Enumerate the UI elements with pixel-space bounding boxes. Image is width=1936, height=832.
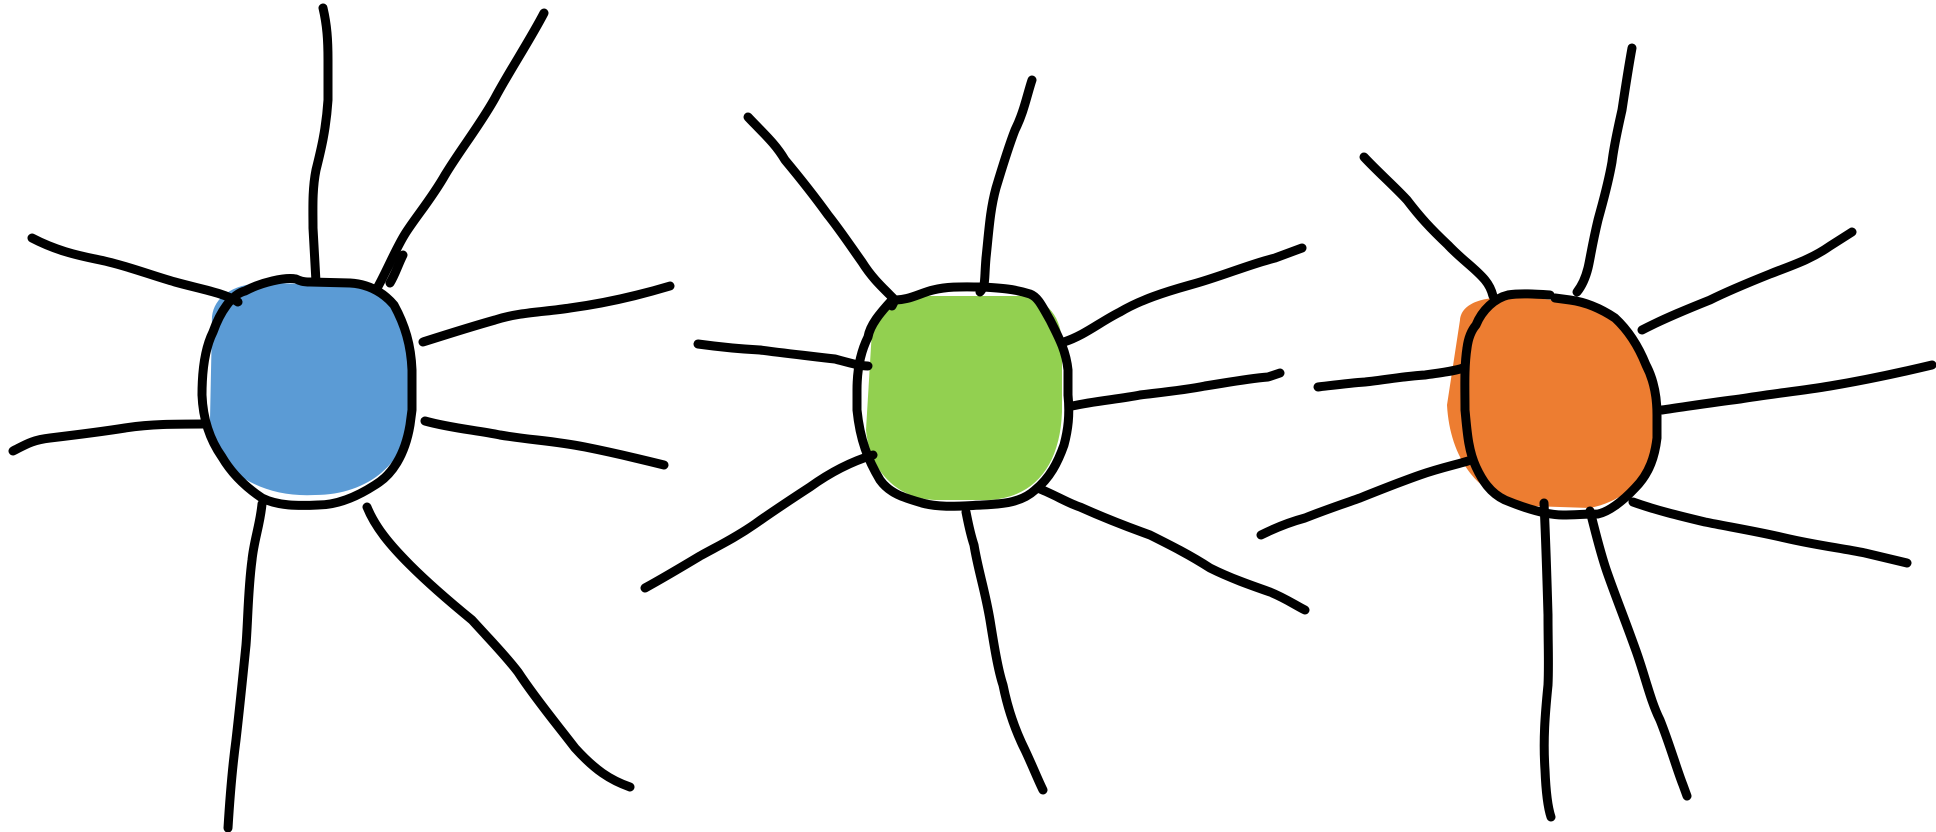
blue-ray-bottom-right: [367, 507, 630, 787]
blue-ray-left-lower: [13, 424, 205, 451]
orange-ray-bottom-right: [1590, 511, 1687, 796]
green-figure: [645, 80, 1305, 790]
blue-ray-right-upper: [423, 286, 670, 342]
orange-ray-left: [1318, 368, 1463, 387]
green-ray-right-lower: [1040, 489, 1305, 610]
orange-ray-bottom-left: [1544, 503, 1551, 817]
green-ray-bottom: [966, 512, 1043, 790]
orange-figure: [1261, 48, 1932, 817]
green-ray-top-right: [980, 80, 1032, 292]
blue-ray-top: [313, 8, 328, 282]
blue-ray-top-right: [376, 13, 544, 290]
orange-ray-left-lower: [1261, 461, 1468, 535]
green-figure-body: [866, 296, 1062, 500]
orange-ray-right-lower: [1633, 502, 1907, 563]
blue-ray-left-upper: [32, 238, 238, 302]
blue-figure: [13, 8, 670, 828]
green-ray-right: [1072, 373, 1280, 406]
blue-ray-right-lower: [425, 421, 664, 465]
green-ray-top-left: [748, 117, 895, 306]
green-ray-left-lower: [645, 455, 873, 588]
orange-ray-right-upper: [1642, 232, 1852, 330]
green-ray-right-upper: [1064, 248, 1302, 342]
orange-ray-top-left: [1364, 157, 1493, 296]
green-ray-left: [698, 344, 868, 366]
orange-ray-top: [1577, 48, 1632, 292]
orange-ray-right: [1662, 365, 1932, 410]
blue-figure-body: [210, 283, 410, 495]
blue-ray-bottom-left: [228, 504, 262, 828]
